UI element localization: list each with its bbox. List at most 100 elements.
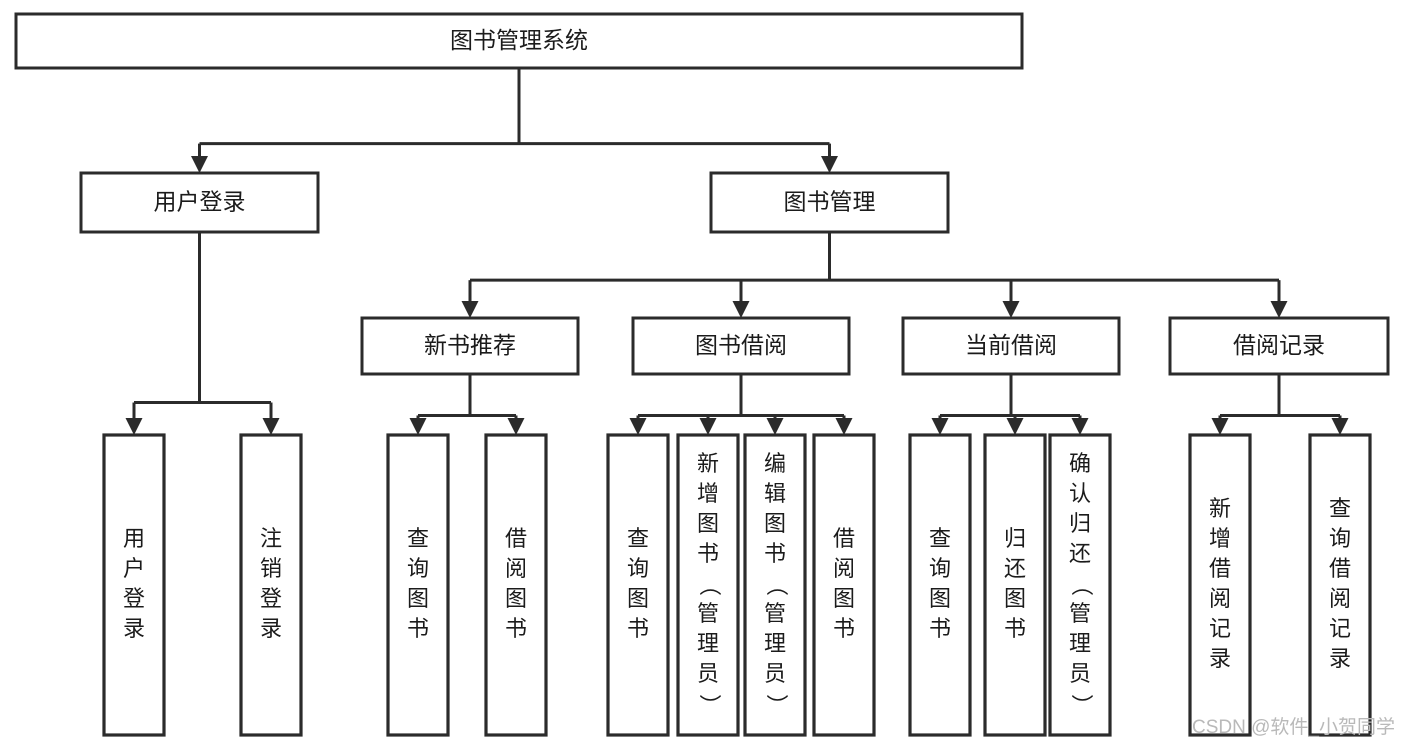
leaf-label-char: 查: [407, 526, 429, 551]
leaf-label-char: 理: [697, 631, 719, 656]
leaf-label-char: 理: [764, 631, 786, 656]
node-root[interactable]: 图书管理系统: [14, 12, 1024, 70]
arrow-head-icon: [1071, 418, 1089, 435]
leaf-label-char: 确: [1069, 451, 1091, 476]
arrow-head-icon: [931, 418, 949, 435]
arrow-head-icon: [766, 418, 784, 435]
leaf-label-char: ）: [697, 694, 722, 716]
node-box-leaf-query-book-3: [908, 433, 972, 737]
leaf-label-char: 录: [260, 616, 282, 641]
leaf-label-char: ）: [1069, 694, 1094, 716]
leaf-label-char: 查: [929, 526, 951, 551]
leaf-label-char: 借: [833, 526, 855, 551]
leaf-label-char: 图: [833, 586, 855, 611]
connector-layer: [125, 68, 1349, 435]
arrow-head-icon: [732, 301, 750, 318]
leaf-label-char: 书: [407, 616, 429, 641]
node-user-login[interactable]: 用户登录: [79, 171, 320, 234]
edge-group-root: [191, 68, 838, 173]
node-label-borrow-record: 借阅记录: [1233, 332, 1325, 358]
leaf-label-char: 书: [764, 541, 786, 566]
leaf-label-char: 员: [697, 661, 719, 686]
leaf-label-char: 图: [407, 586, 429, 611]
arrow-head-icon: [461, 301, 479, 318]
node-box-leaf-query-book-1: [386, 433, 450, 737]
leaf-label-char: 归: [1004, 526, 1026, 551]
arrow-head-icon: [699, 418, 717, 435]
node-book-borrow[interactable]: 图书借阅: [631, 316, 851, 376]
node-label-book-admin: 图书管理: [784, 189, 876, 215]
arrow-head-icon: [262, 418, 280, 435]
leaf-label-char: 询: [1329, 526, 1351, 551]
node-box-leaf-add-book: [676, 433, 740, 737]
node-box-leaf-add-record: [1188, 433, 1252, 737]
leaf-label-char: 借: [1329, 556, 1351, 581]
arrow-head-icon: [507, 418, 525, 435]
leaf-label-char: 还: [1069, 541, 1091, 566]
node-new-book-recommend[interactable]: 新书推荐: [360, 316, 580, 376]
leaf-label-char: 录: [1209, 646, 1231, 671]
node-book-admin[interactable]: 图书管理: [709, 171, 950, 234]
leaf-label-char: 增: [697, 481, 719, 506]
node-box-leaf-return-book: [983, 433, 1047, 737]
arrow-head-icon: [1006, 418, 1024, 435]
node-layer: 图书管理系统用户登录图书管理新书推荐图书借阅当前借阅借阅记录用户登录注销登录查询…: [14, 12, 1390, 737]
leaf-label-char: 管: [697, 601, 719, 626]
node-box-user-login: [79, 171, 320, 234]
leaf-label-char: 查: [627, 526, 649, 551]
leaf-label-char: 书: [1004, 616, 1026, 641]
node-box-root: [14, 12, 1024, 70]
leaf-label-char: （: [697, 574, 722, 596]
arrow-head-icon: [125, 418, 143, 435]
leaf-label-char: 图: [627, 586, 649, 611]
edge-group-new-book-recommend: [409, 374, 525, 435]
node-box-book-borrow: [631, 316, 851, 376]
node-label-new-book-recommend: 新书推荐: [424, 332, 516, 358]
leaf-label-char: ）: [764, 694, 789, 716]
leaf-label-char: 阅: [833, 556, 855, 581]
edge-group-book-borrow: [629, 374, 853, 435]
leaf-label-char: 书: [627, 616, 649, 641]
arrow-head-icon: [1211, 418, 1229, 435]
leaf-label-char: 书: [697, 541, 719, 566]
node-box-leaf-edit-book: [743, 433, 807, 737]
node-box-leaf-query-book-2: [606, 433, 670, 737]
node-label-current-borrow: 当前借阅: [965, 332, 1057, 358]
node-box-borrow-record: [1168, 316, 1390, 376]
node-box-leaf-borrow-book-2: [812, 433, 876, 737]
leaf-label-char: 新: [697, 451, 719, 476]
node-box-leaf-borrow-book-1: [484, 433, 548, 737]
arrow-head-icon: [1331, 418, 1349, 435]
node-borrow-record[interactable]: 借阅记录: [1168, 316, 1390, 376]
arrow-head-icon: [1002, 301, 1020, 318]
arrow-head-icon: [821, 156, 838, 173]
leaf-label-char: 图: [1004, 586, 1026, 611]
leaf-label-char: 书: [929, 616, 951, 641]
arrow-head-icon: [1270, 301, 1288, 318]
leaf-label-char: 记: [1329, 616, 1351, 641]
edge-group-user-login: [125, 232, 280, 435]
leaf-label-char: 用: [123, 526, 145, 551]
node-leaf-user-login[interactable]: 用户登录: [102, 433, 166, 737]
node-label-book-borrow: 图书借阅: [695, 332, 787, 358]
leaf-label-char: 管: [1069, 601, 1091, 626]
leaf-label-char: （: [764, 574, 789, 596]
leaf-label-char: 记: [1209, 616, 1231, 641]
node-current-borrow[interactable]: 当前借阅: [901, 316, 1121, 376]
leaf-label-char: 书: [833, 616, 855, 641]
leaf-label-char: 登: [123, 586, 145, 611]
